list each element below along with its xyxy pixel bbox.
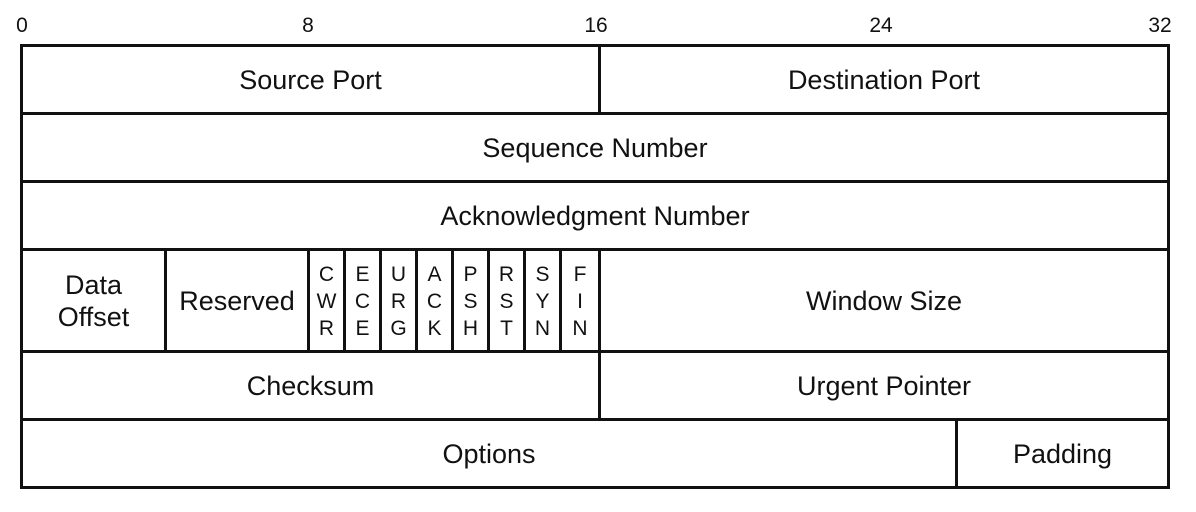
data-offset-field: Data Offset (20, 248, 167, 353)
window-size-field: Window Size (598, 248, 1170, 353)
flag-cwr-char-1: C (318, 263, 335, 286)
flag-rst-char-1: R (498, 263, 515, 286)
options-field: Options (20, 418, 958, 489)
flag-ack-char-2: C (426, 290, 443, 313)
window-size-label: Window Size (805, 285, 963, 316)
flag-syn: S Y N (523, 248, 562, 353)
flag-ece-char-2: C (354, 290, 371, 313)
sequence-number-label: Sequence Number (482, 132, 708, 163)
bit-label-32: 32 (1148, 14, 1172, 37)
flag-syn-char-1: S (535, 263, 550, 286)
options-label: Options (442, 438, 536, 469)
checksum-field: Checksum (20, 350, 601, 421)
checksum-label: Checksum (246, 370, 375, 401)
acknowledgment-number-label: Acknowledgment Number (440, 200, 750, 231)
flag-rst-char-3: T (500, 317, 513, 340)
destination-port-field: Destination Port (598, 44, 1170, 115)
flag-urg-char-1: U (390, 263, 407, 286)
flag-cwr: C W R (307, 248, 346, 353)
flag-ack-char-3: K (427, 317, 442, 340)
flag-urg-char-2: R (390, 290, 407, 313)
flag-psh-char-1: P (463, 263, 478, 286)
flag-fin-char-2: I (577, 290, 583, 313)
flag-syn-char-3: N (534, 317, 551, 340)
flag-cwr-char-3: R (318, 317, 335, 340)
destination-port-label: Destination Port (787, 64, 981, 95)
flag-rst: R S T (487, 248, 526, 353)
sequence-number-field: Sequence Number (20, 112, 1170, 183)
urgent-pointer-field: Urgent Pointer (598, 350, 1170, 421)
flag-cwr-char-2: W (316, 290, 337, 313)
bit-label-0: 0 (16, 14, 28, 37)
bit-label-16: 16 (584, 14, 608, 37)
flag-syn-char-2: Y (535, 290, 550, 313)
flag-ece: E C E (343, 248, 382, 353)
flag-rst-char-2: S (499, 290, 514, 313)
flag-urg-char-3: G (390, 317, 407, 340)
flag-fin-char-1: F (573, 263, 587, 286)
bit-label-8: 8 (302, 14, 314, 37)
flag-fin: F I N (559, 248, 601, 353)
flag-ack: A C K (415, 248, 454, 353)
padding-field: Padding (955, 418, 1170, 489)
flag-ece-char-3: E (355, 317, 370, 340)
flag-fin-char-3: N (572, 317, 588, 340)
flag-urg: U R G (379, 248, 418, 353)
source-port-label: Source Port (239, 64, 382, 95)
bit-label-24: 24 (869, 14, 893, 37)
flag-ack-char-1: A (427, 263, 442, 286)
flag-psh: P S H (451, 248, 490, 353)
data-offset-label-line1: Data (64, 269, 123, 300)
padding-label: Padding (1012, 438, 1113, 469)
reserved-label: Reserved (179, 285, 295, 316)
urgent-pointer-label: Urgent Pointer (796, 370, 972, 401)
data-offset-label-line2: Offset (57, 301, 130, 332)
acknowledgment-number-field: Acknowledgment Number (20, 180, 1170, 251)
flag-psh-char-3: H (462, 317, 479, 340)
reserved-field: Reserved (164, 248, 310, 353)
flag-ece-char-1: E (355, 263, 370, 286)
flag-psh-char-2: S (463, 290, 478, 313)
source-port-field: Source Port (20, 44, 601, 115)
